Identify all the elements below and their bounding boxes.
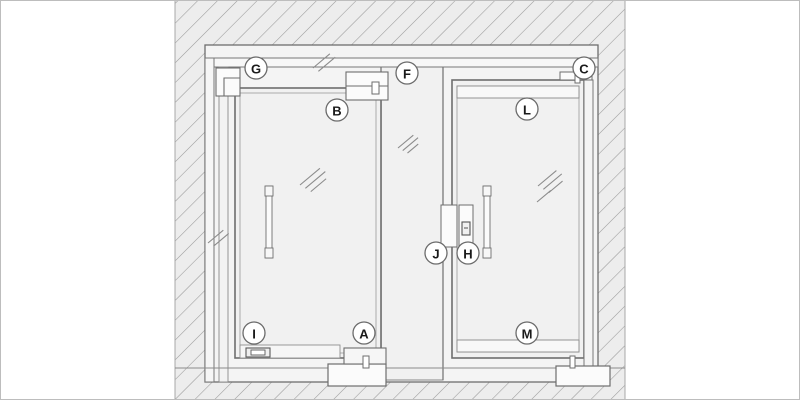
callout-F-text: F bbox=[403, 67, 411, 82]
callout-A-circle bbox=[352, 321, 376, 345]
callout-M[interactable]: M bbox=[515, 321, 539, 345]
left-handle-bar bbox=[265, 185, 273, 259]
floor-fitting-slot bbox=[250, 349, 266, 356]
callout-H-text: H bbox=[463, 247, 472, 262]
wall-hatch-group bbox=[174, 0, 626, 400]
callout-B[interactable]: B bbox=[325, 98, 349, 122]
callout-G-text: G bbox=[251, 62, 261, 77]
left-jamb-mullion bbox=[204, 57, 215, 383]
callout-G-circle bbox=[244, 56, 268, 80]
callout-labels-group: A B C F G H I bbox=[242, 56, 596, 345]
left-door-handle[interactable] bbox=[264, 185, 274, 259]
left-handle-bottom-boss bbox=[264, 247, 274, 259]
callout-F[interactable]: F bbox=[395, 61, 419, 85]
reflection-mark-4 bbox=[207, 229, 230, 247]
bracket-inner-profile bbox=[223, 77, 240, 96]
right-panel-bottom-rail bbox=[456, 339, 580, 353]
floor-pivot-pin bbox=[362, 355, 370, 369]
left-handle-top-boss bbox=[264, 185, 274, 197]
pivot-pin bbox=[371, 81, 380, 95]
callout-H[interactable]: H bbox=[456, 241, 480, 265]
reflection-mark-5 bbox=[537, 170, 563, 194]
callout-M-circle bbox=[515, 321, 539, 345]
callout-B-circle bbox=[325, 98, 349, 122]
floor-box-right-pin bbox=[569, 355, 576, 369]
callout-L[interactable]: L bbox=[515, 97, 539, 121]
reflection-mark-6 bbox=[536, 190, 552, 203]
wall-hatch-region bbox=[175, 0, 625, 400]
right-handle-top-boss bbox=[482, 185, 492, 197]
callout-L-text: L bbox=[523, 103, 531, 118]
callout-J-circle bbox=[424, 241, 448, 265]
right-panel-top-rail bbox=[456, 85, 580, 99]
lock-assembly[interactable] bbox=[440, 204, 474, 248]
top-corner-bracket-assembly bbox=[215, 67, 241, 97]
callout-C-text: C bbox=[579, 62, 589, 77]
glass-reflection-marks bbox=[207, 53, 563, 247]
reflection-mark-2 bbox=[312, 53, 336, 72]
callout-F-circle bbox=[395, 61, 419, 85]
floor-box-right-assembly bbox=[555, 355, 611, 387]
right-fixed-panel bbox=[451, 79, 585, 359]
right-handle-bar bbox=[483, 185, 491, 259]
callout-L-circle bbox=[515, 97, 539, 121]
callout-A-text: A bbox=[359, 327, 369, 342]
left-door-leaf[interactable] bbox=[234, 87, 382, 359]
floor-pivot-assembly bbox=[327, 347, 387, 387]
callout-A[interactable]: A bbox=[352, 321, 376, 345]
right-handle-bottom-boss bbox=[482, 247, 492, 259]
right-jamb bbox=[583, 79, 594, 381]
wall-outer-edge bbox=[174, 0, 626, 400]
callout-I[interactable]: I bbox=[242, 321, 266, 345]
floor-fitting-left-assembly bbox=[239, 344, 341, 359]
callout-I-text: I bbox=[252, 327, 256, 342]
callout-B-text: B bbox=[332, 104, 341, 119]
callout-C[interactable]: C bbox=[572, 56, 596, 80]
callout-J-text: J bbox=[432, 247, 439, 262]
top-pivot-block-assembly bbox=[345, 71, 389, 101]
middle-fixed-glass-panel bbox=[380, 61, 444, 381]
reflection-mark-3 bbox=[397, 134, 419, 154]
reflection-mark-1 bbox=[299, 167, 327, 193]
floor-box-right bbox=[555, 365, 611, 387]
right-panel-handle[interactable] bbox=[482, 185, 492, 259]
floor-pivot-box bbox=[327, 363, 387, 387]
callout-C-circle bbox=[572, 56, 596, 80]
callout-H-circle bbox=[456, 241, 480, 265]
callout-J[interactable]: J bbox=[424, 241, 448, 265]
callout-G[interactable]: G bbox=[244, 56, 268, 80]
left-inner-mullion bbox=[218, 66, 229, 383]
lock-body bbox=[440, 204, 458, 248]
callout-I-circle bbox=[242, 321, 266, 345]
top-corner-bracket bbox=[215, 67, 241, 97]
callout-M-text: M bbox=[522, 327, 533, 342]
